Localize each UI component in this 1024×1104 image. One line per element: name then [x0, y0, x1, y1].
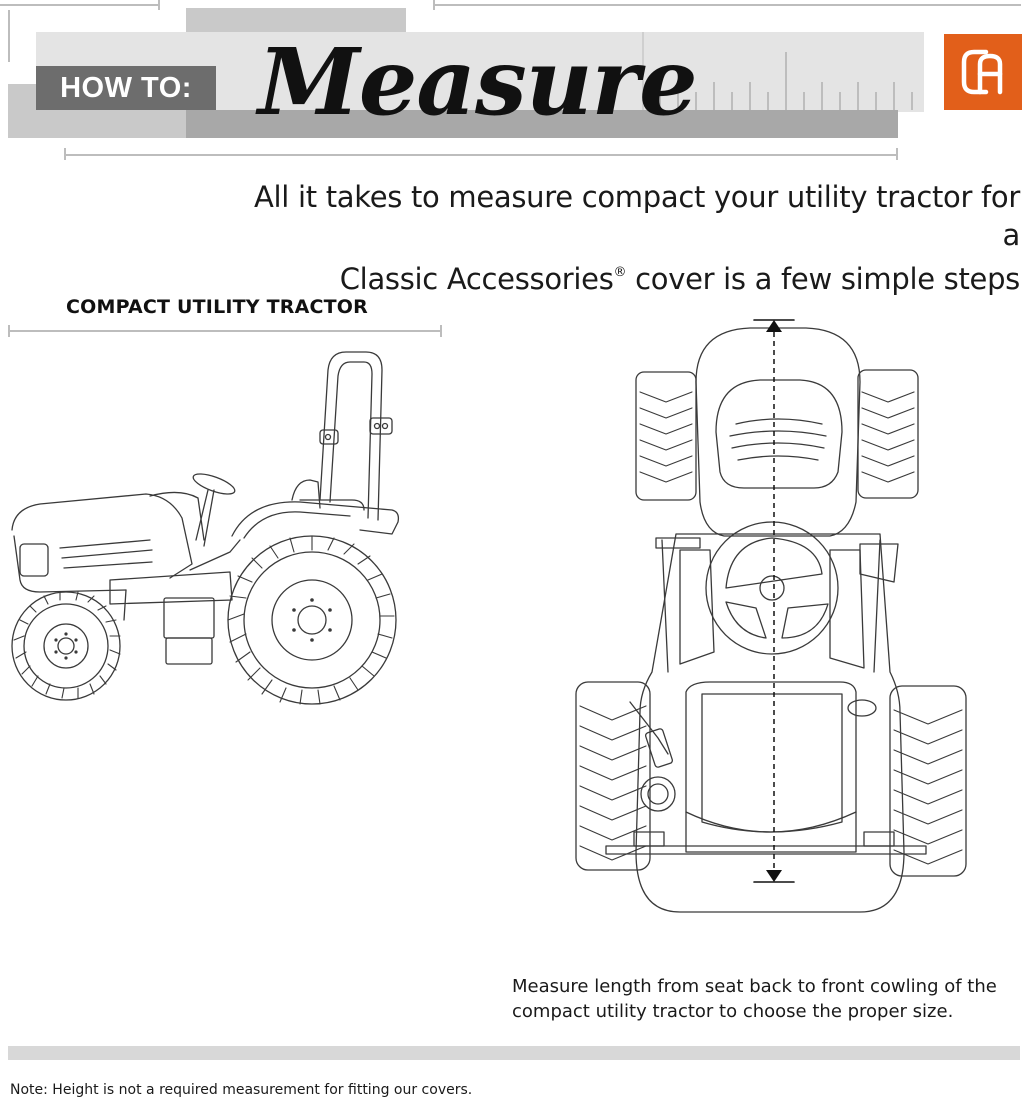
length-arrow-icon	[766, 320, 782, 882]
tractor-side-view-icon	[11, 351, 400, 705]
registered-mark: ®	[613, 265, 627, 280]
caption-line-1: Measure length from seat back to front c…	[512, 976, 997, 997]
caption-line-2: compact utility tractor to choose the pr…	[512, 1001, 954, 1022]
intro-line-2-end: cover is a few simple steps	[626, 262, 1020, 296]
howto-label: HOW TO:	[36, 66, 216, 110]
brand-logo	[944, 34, 1022, 110]
tractor-top-view-icon	[575, 319, 967, 913]
footer-divider	[8, 1046, 1020, 1060]
ruler-ticks	[659, 52, 913, 110]
intro-brand: Classic Accessories	[339, 262, 614, 296]
intro-line-2: Classic Accessories® cover is a few simp…	[240, 254, 1021, 298]
measure-caption: Measure length from seat back to front c…	[512, 974, 1022, 1024]
ca-monogram-icon	[961, 49, 1003, 95]
intro-text: All it takes to measure compact your uti…	[240, 178, 1020, 298]
footer-note: Note: Height is not a required measureme…	[10, 1082, 473, 1098]
section-label: COMPACT UTILITY TRACTOR	[66, 296, 368, 318]
intro-line-1: All it takes to measure compact your uti…	[253, 180, 1020, 252]
page-title: Measure	[258, 28, 698, 136]
